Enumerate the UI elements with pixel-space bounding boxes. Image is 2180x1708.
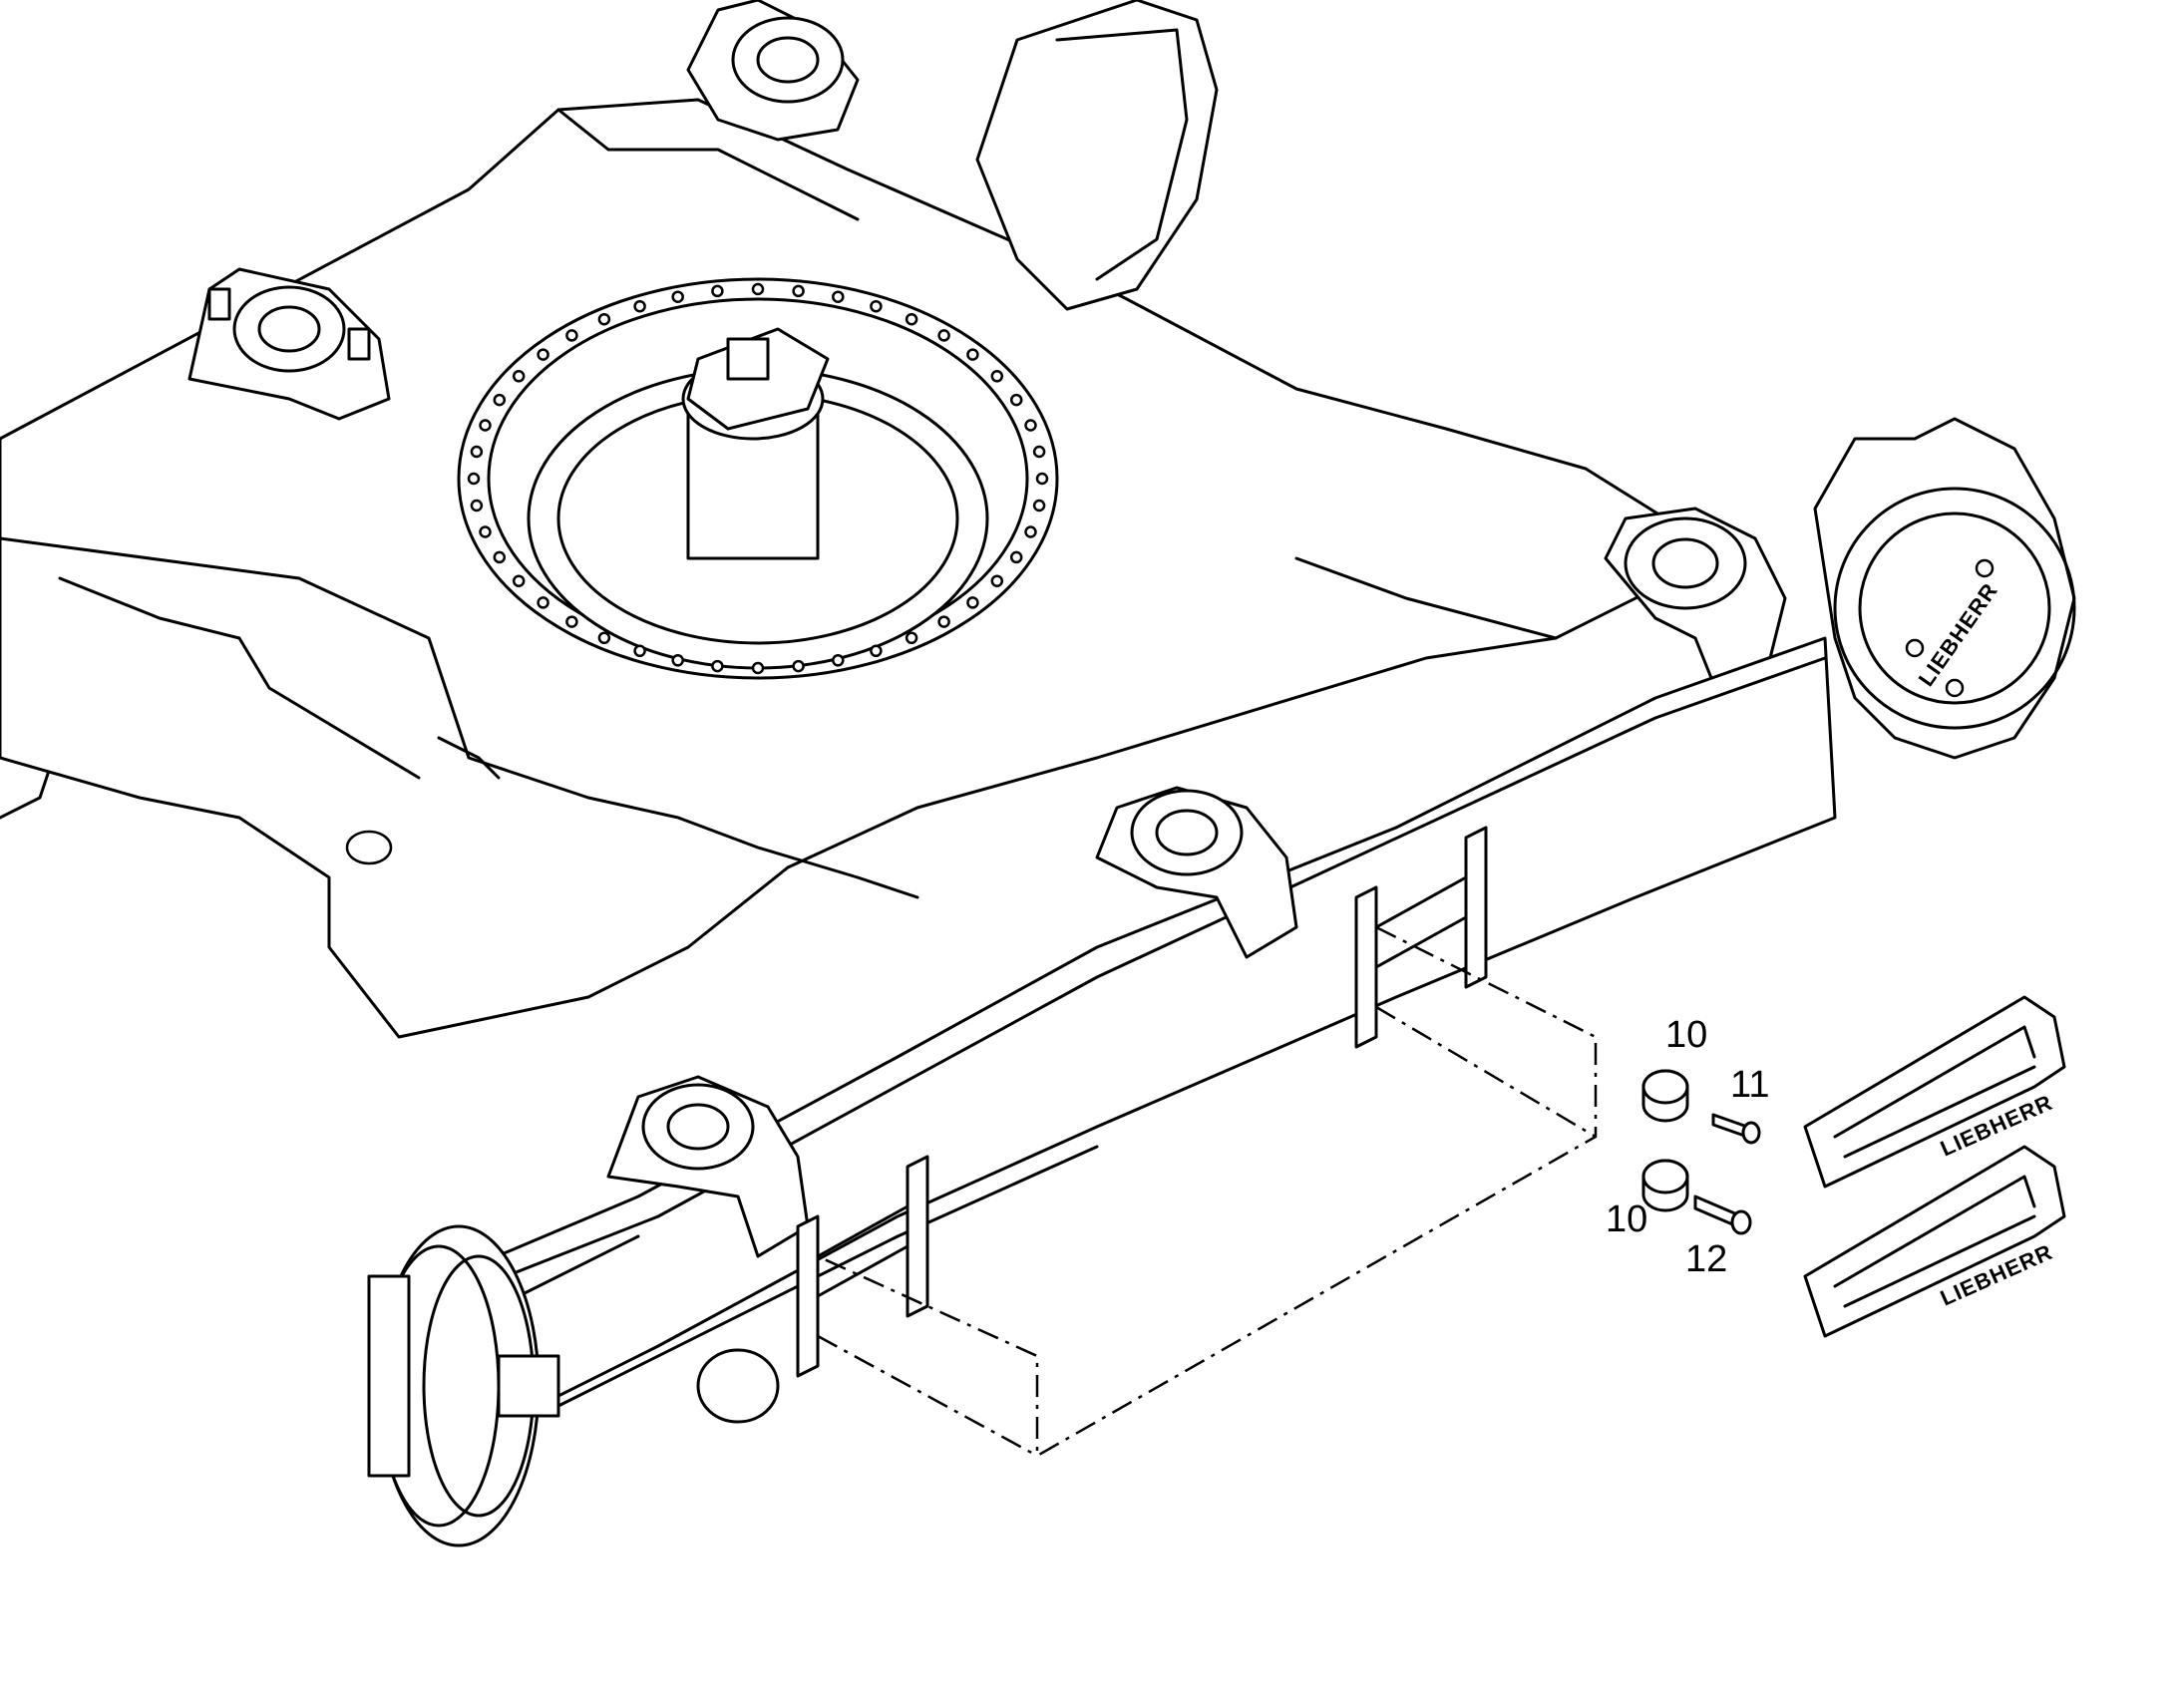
bolt-hole: [870, 299, 883, 313]
bolt-hole: [905, 312, 918, 326]
track-guard-lower: LIEBHERR: [1803, 1145, 2066, 1338]
carrier-roller-front: [606, 1075, 810, 1258]
bolt-hole: [832, 290, 845, 303]
bolt-hole: [966, 348, 979, 361]
upper-carrier-roller-right: [1604, 507, 1787, 690]
bolt-hole: [905, 631, 918, 645]
bolt-hole: [671, 654, 684, 667]
carrier-roller-center: [1095, 786, 1298, 959]
bolt-hole: [870, 644, 883, 658]
bolt-hole: [512, 574, 526, 587]
bolt-hole: [711, 284, 724, 298]
bolt-hole: [633, 644, 646, 658]
bolt-hole: [792, 284, 805, 298]
bolt-hole: [467, 472, 481, 486]
bolt-hole: [597, 312, 611, 326]
bolt-hole: [470, 445, 484, 459]
spacer-lower: [1641, 1159, 1689, 1212]
bolt-hole: [479, 525, 492, 538]
bolt-hole: [470, 499, 484, 512]
assembly-lines: [817, 925, 1598, 1459]
bolt-hole: [751, 282, 765, 296]
bolt-hole: [493, 550, 507, 564]
bolt-hole: [937, 615, 950, 628]
bolt-hole: [990, 574, 1004, 587]
bolt-hole: [1024, 419, 1037, 432]
bolt-hole: [711, 659, 724, 673]
bolt-hole: [537, 348, 549, 361]
right-drive-housing: [975, 0, 1219, 311]
front-idler: [367, 1224, 560, 1547]
drive-sprocket: LIEBHERR: [1813, 417, 2076, 760]
callout-screw-upper: 11: [1730, 1064, 1769, 1106]
upper-carrier-roller-left: [187, 267, 391, 421]
guard-bracket-rear: [1354, 826, 1488, 1049]
bolt-hole: [1024, 525, 1037, 538]
spacer-upper: [1641, 1069, 1689, 1123]
bolt-hole: [792, 659, 805, 673]
screw-upper: [1711, 1113, 1761, 1145]
bolt-hole: [1009, 550, 1023, 564]
callout-spacer-upper: 10: [1665, 1014, 1707, 1056]
slewing-ring: [457, 277, 1059, 680]
callout-screw-lower: 12: [1685, 1238, 1727, 1280]
bolt-hole: [565, 329, 578, 342]
bolt-hole: [1009, 393, 1023, 407]
bolt-hole: [966, 596, 979, 609]
bolt-hole: [1032, 445, 1046, 459]
bolt-hole: [1032, 499, 1046, 512]
bolt-hole: [537, 596, 549, 609]
bolt-hole: [1035, 472, 1049, 486]
bolt-hole: [512, 370, 526, 383]
bolt-hole: [633, 299, 646, 313]
bolt-hole: [671, 290, 684, 303]
bolt-hole: [597, 631, 611, 645]
bolt-hole: [479, 419, 492, 432]
bolt-hole: [493, 393, 507, 407]
bolt-hole: [565, 615, 578, 628]
guard-bracket-front: [796, 1155, 929, 1378]
bolt-hole: [832, 654, 845, 667]
slewing-ring-bolt-holes: [467, 282, 1049, 675]
screw-lower: [1693, 1195, 1752, 1235]
callout-spacer-lower: 10: [1606, 1198, 1647, 1240]
upper-carrier-roller-top: [686, 0, 860, 142]
bolt-hole: [937, 329, 950, 342]
bolt-hole: [751, 661, 765, 675]
bolt-hole: [990, 370, 1004, 383]
